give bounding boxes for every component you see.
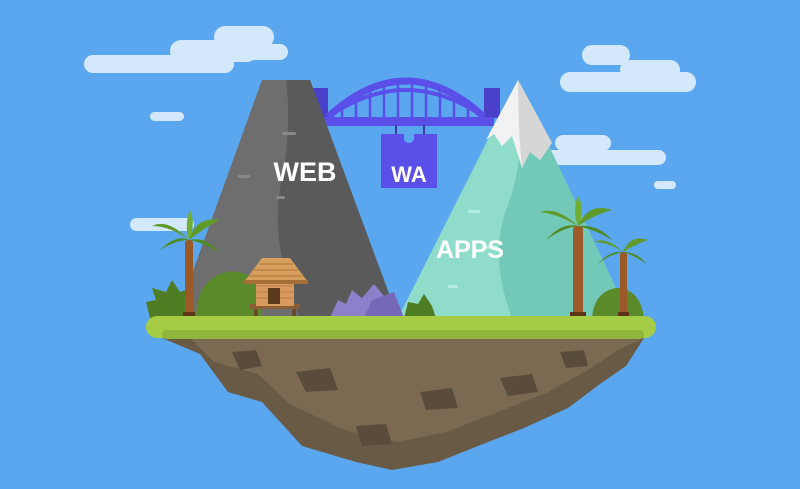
cloud-icon [150,112,184,121]
palm-tree-icon [540,196,612,318]
bush-icon [592,288,644,318]
floating-island-icon [146,316,656,470]
bush-icon [404,294,436,318]
bridge-sign: WA [381,134,437,188]
mountain-web-icon [176,80,398,318]
cloud-icon [654,181,676,189]
cloud-icon [84,26,288,73]
bush-icon [146,280,196,318]
hut-icon [244,258,308,324]
mountain-apps-icon [398,80,630,318]
bush-icon [330,284,404,318]
bridge-sign-label: WA [391,162,427,187]
palm-tree-icon [152,210,220,318]
bridge-icon [312,77,500,136]
cloud-icon [560,45,696,92]
clouds [84,26,696,231]
mountain-web-label: WEB [274,157,337,187]
palm-tree-icon [594,238,648,318]
cloud-icon [540,135,666,165]
mountain-apps-label: APPS [436,236,504,264]
